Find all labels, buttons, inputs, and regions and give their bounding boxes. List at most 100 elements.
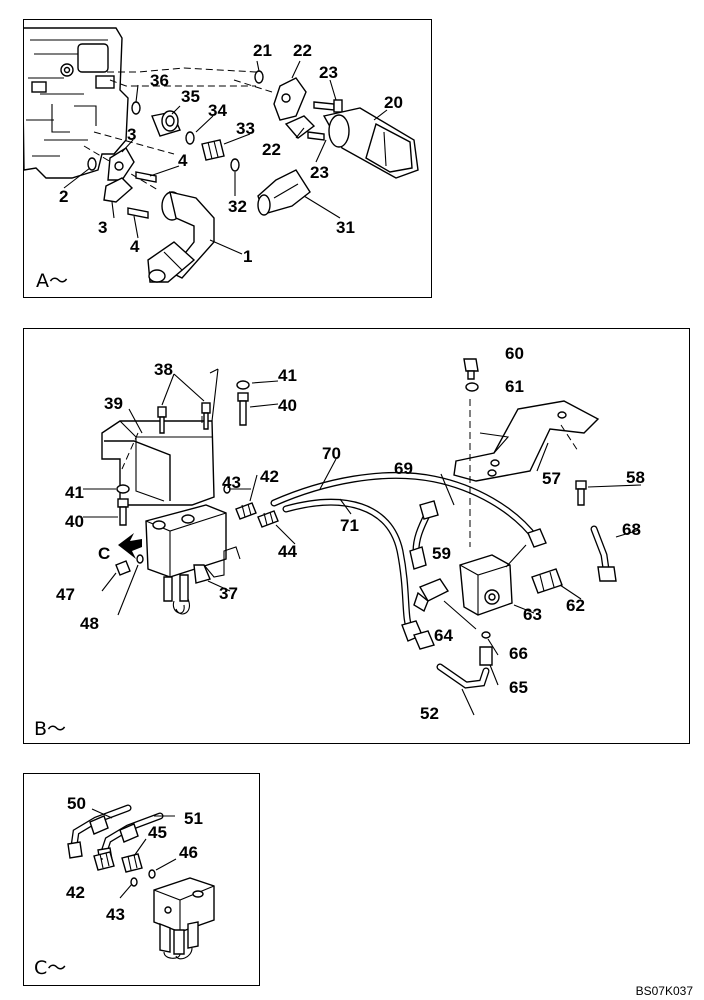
callout-64: 64 [434, 626, 453, 645]
callout-41-left: 41 [65, 483, 84, 502]
callout-57: 57 [542, 469, 561, 488]
callout-52: 52 [420, 704, 439, 723]
manifold-block-59 [459, 554, 513, 616]
callout-42: 42 [260, 467, 279, 486]
callout-33: 33 [236, 119, 255, 138]
hose-fitting-71-end [401, 620, 435, 650]
callout-59: 59 [432, 544, 451, 563]
view-c-label: C [98, 544, 110, 563]
o-ring-21 [254, 70, 264, 84]
panel-c: 50 51 45 46 42 43 C～ [23, 773, 260, 986]
o-ring-46 [148, 869, 156, 879]
callout-32: 32 [228, 197, 247, 216]
callout-65: 65 [509, 678, 528, 697]
callout-62: 62 [566, 596, 585, 615]
hose-69 [409, 500, 439, 570]
callout-20: 20 [384, 93, 403, 112]
fitting-65 [479, 646, 493, 666]
adapter-33 [201, 139, 225, 161]
callout-58: 58 [626, 468, 645, 487]
callout-3-top: 3 [127, 125, 136, 144]
callout-42: 42 [66, 883, 85, 902]
bolt-38-right [201, 402, 211, 430]
callout-70: 70 [322, 444, 341, 463]
callout-23-lower: 23 [310, 163, 329, 182]
callout-4-top: 4 [178, 151, 188, 170]
callouts-panel-b: 60 61 38 41 39 40 70 69 57 58 43 42 41 4… [56, 344, 645, 723]
fitting-42 [93, 851, 115, 871]
fitting-44 [257, 510, 279, 528]
plug-47 [115, 560, 131, 576]
washer-61 [465, 382, 479, 392]
elbow-31 [257, 169, 311, 216]
callout-3-lower: 3 [98, 218, 107, 237]
bolt-23-upper [313, 99, 343, 113]
callout-46: 46 [179, 843, 198, 862]
o-ring-43 [130, 877, 138, 887]
bracket-57 [453, 400, 600, 482]
callout-22-top: 22 [293, 41, 312, 60]
hose-fitting-20 [322, 107, 419, 179]
drawing-code: BS07K037 [635, 984, 693, 998]
flange-clamp-22 [273, 77, 316, 139]
hose-70 [270, 471, 540, 543]
callout-22-lower: 22 [262, 140, 281, 159]
callout-63: 63 [523, 605, 542, 624]
panel-b: C [23, 328, 690, 744]
callout-23-top: 23 [319, 63, 338, 82]
hose-fitting-70-end [527, 528, 547, 548]
bolt-23-lower [307, 131, 325, 141]
bracket-39 [101, 368, 219, 506]
callouts-panel-a: 21 22 36 23 35 34 20 33 3 4 22 23 2 32 3… [59, 41, 403, 266]
callout-51: 51 [184, 809, 203, 828]
panel-c-drawing: 50 51 45 46 42 43 C～ [34, 794, 215, 979]
pipe-68 [590, 525, 617, 582]
callout-66: 66 [509, 644, 528, 663]
panel-b-drawing: C [34, 344, 645, 740]
pipe-1 [147, 191, 215, 283]
fitting-62 [531, 568, 563, 594]
callout-1: 1 [243, 247, 252, 266]
flange-clamp-3 [103, 147, 135, 203]
callout-39: 39 [104, 394, 123, 413]
view-c-arrow: C [98, 533, 142, 563]
callout-31: 31 [336, 218, 355, 237]
bolt-4-lower [127, 207, 149, 219]
panel-a-drawing: 21 22 36 23 35 34 20 33 3 4 22 23 2 32 3… [24, 27, 419, 292]
washer-41-left [116, 484, 130, 494]
callout-40-top: 40 [278, 396, 297, 415]
o-ring-36 [131, 101, 141, 115]
callout-69: 69 [394, 459, 413, 478]
bolt-60 [463, 358, 479, 380]
o-ring-34 [185, 131, 195, 145]
bolt-4-upper [135, 171, 157, 183]
panel-c-tag: C～ [34, 957, 66, 979]
tee-fitting-64 [413, 578, 450, 613]
callout-60: 60 [505, 344, 524, 363]
callouts-panel-c: 50 51 45 46 42 43 [66, 794, 203, 924]
callout-35: 35 [181, 87, 200, 106]
callout-50: 50 [67, 794, 86, 813]
callout-44: 44 [278, 542, 297, 561]
bolt-58 [575, 480, 587, 506]
callout-61: 61 [505, 377, 524, 396]
panel-a-tag: A～ [36, 270, 68, 292]
callout-47: 47 [56, 585, 75, 604]
callout-45: 45 [148, 823, 167, 842]
pipe-52 [436, 663, 490, 689]
hose-50 [67, 804, 132, 859]
o-ring-2 [87, 157, 97, 171]
sleeve-35 [151, 110, 181, 137]
callout-21: 21 [253, 41, 272, 60]
callout-68: 68 [622, 520, 641, 539]
callout-41-top: 41 [278, 366, 297, 385]
panel-b-tag: B～ [34, 718, 66, 740]
washer-41-top [236, 380, 250, 390]
fitting-45 [121, 853, 143, 873]
callout-37: 37 [219, 584, 238, 603]
bolt-40-top [237, 392, 249, 426]
callout-71: 71 [340, 516, 359, 535]
callout-48: 48 [80, 614, 99, 633]
o-ring-66 [481, 631, 491, 639]
hose-71 [282, 498, 414, 633]
